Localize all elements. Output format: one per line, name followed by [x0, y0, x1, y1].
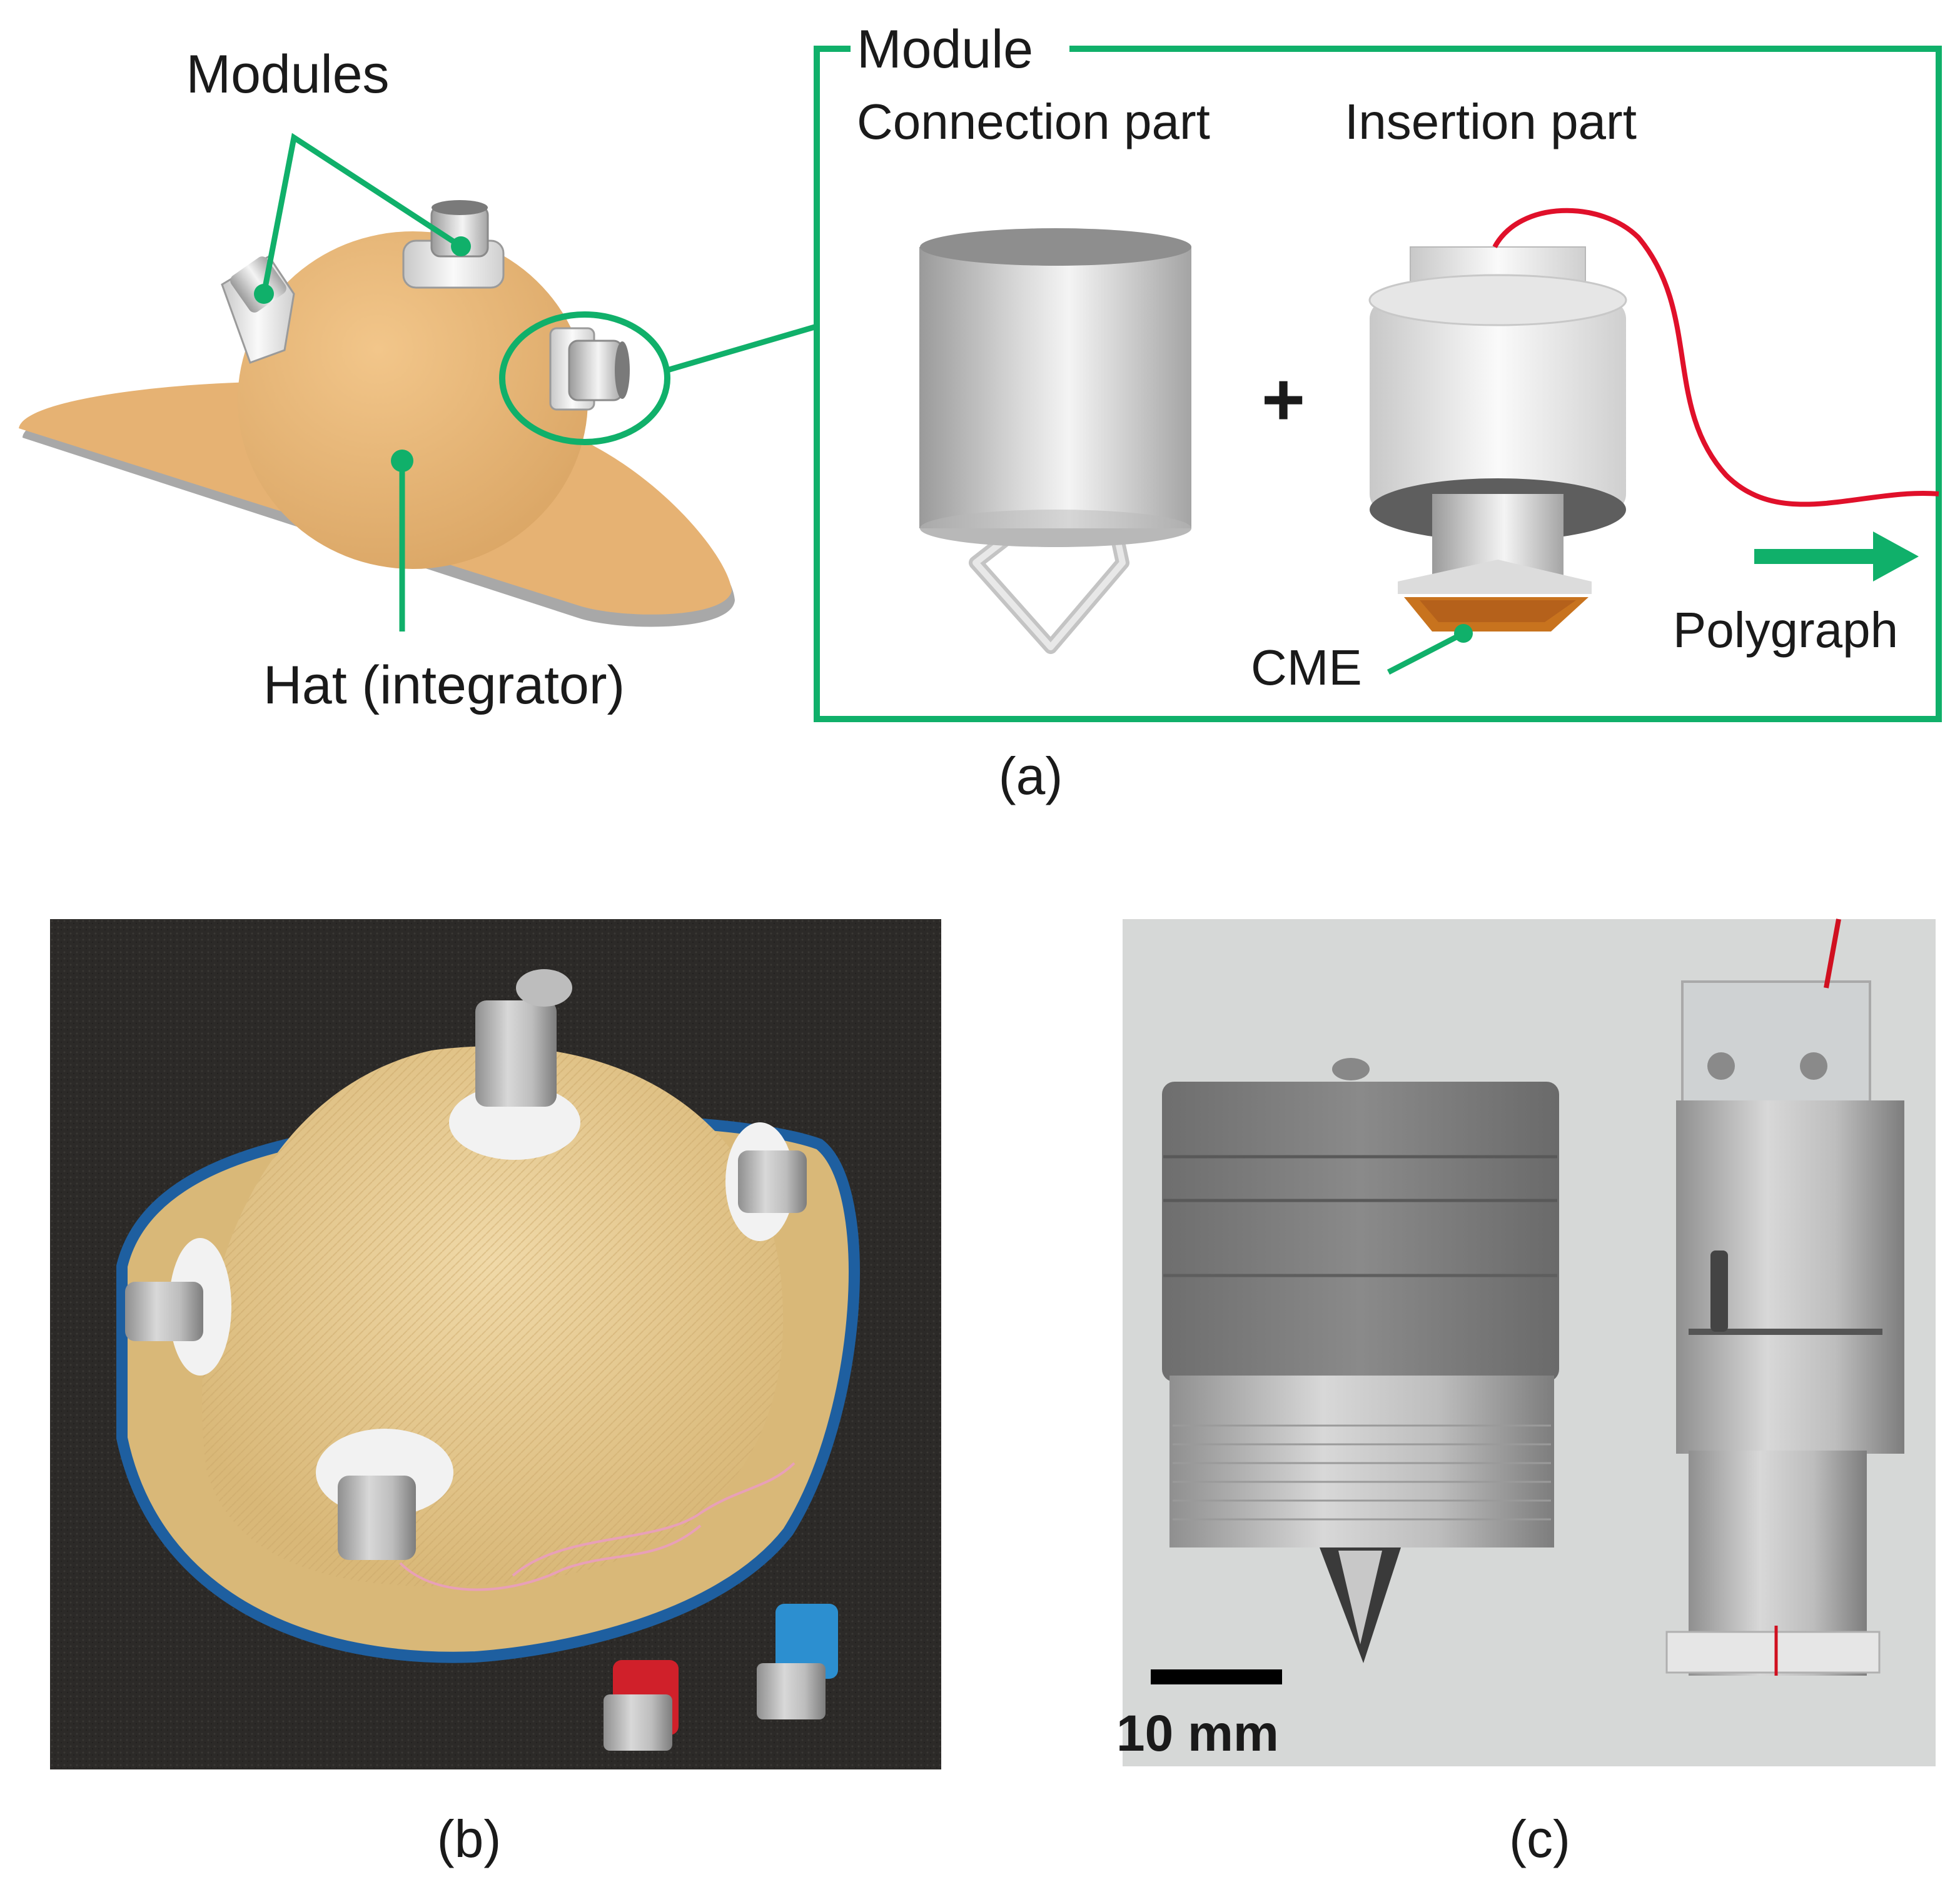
scale-bar — [1151, 1669, 1282, 1684]
caption-c: (c) — [1509, 1809, 1570, 1868]
hat-module-left — [221, 254, 295, 364]
zoom-connector — [666, 323, 818, 373]
insertion-part-label: Insertion part — [1345, 94, 1637, 149]
polygraph-label: Polygraph — [1673, 602, 1898, 658]
hat-label: Hat (integrator) — [263, 655, 625, 715]
plus-sign: + — [1261, 358, 1305, 441]
cme-callout-line — [1387, 631, 1465, 675]
connection-part-label: Connection part — [857, 94, 1210, 149]
scale-bar-label: 10 mm — [1116, 1705, 1279, 1762]
caption-a: (a) — [999, 747, 1063, 805]
cme-label: CME — [1251, 640, 1362, 695]
hat-module-right — [549, 327, 630, 411]
hat-dome — [238, 231, 588, 569]
module-box-title: Module — [857, 19, 1033, 79]
module-photo — [1123, 918, 1936, 1766]
zoom-circle — [499, 311, 670, 445]
hat-photo — [50, 919, 941, 1769]
polygraph-arrow — [1754, 531, 1919, 581]
insertion-part-drawing — [1368, 246, 1627, 632]
hat-illustration — [19, 231, 735, 627]
caption-b: (b) — [437, 1809, 502, 1868]
module-box — [814, 46, 1942, 722]
connection-part-drawing — [919, 228, 1191, 654]
hat-module-top — [402, 200, 505, 289]
wire — [1492, 208, 1939, 507]
modules-label: Modules — [186, 44, 389, 104]
modules-callout-lines — [261, 133, 463, 294]
